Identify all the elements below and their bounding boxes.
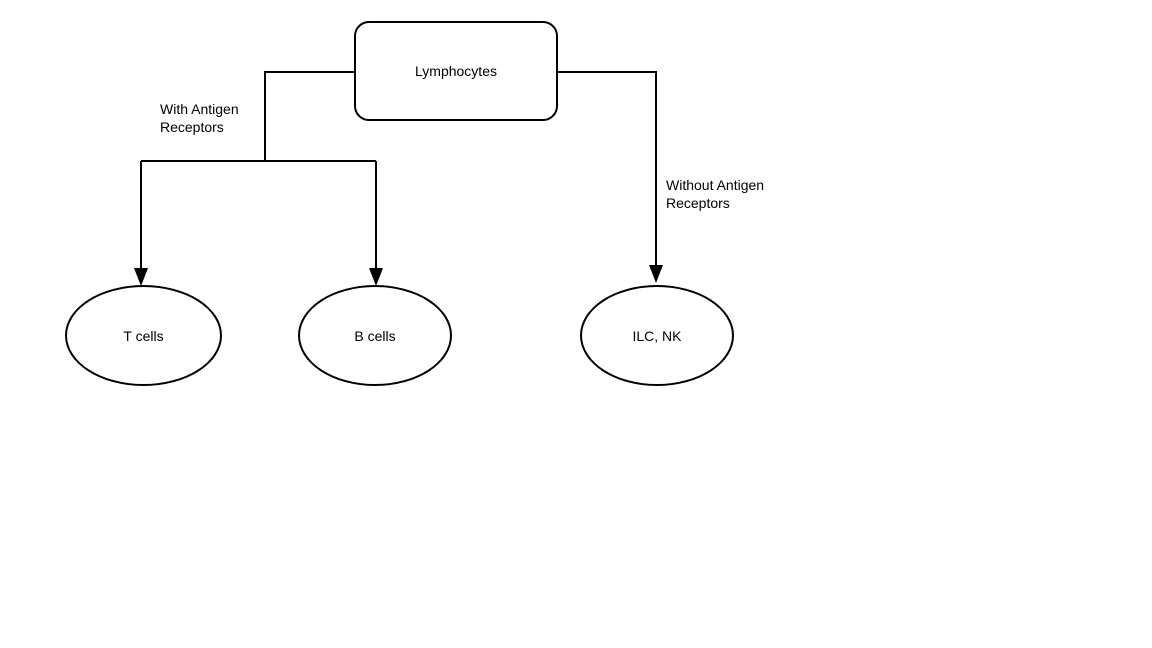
arrowhead-b-cells-icon: [369, 268, 383, 286]
arrowhead-t-cells-icon: [134, 268, 148, 286]
node-lymphocytes-label: Lymphocytes: [415, 63, 497, 79]
node-t-cells-label: T cells: [123, 327, 164, 344]
node-t-cells: T cells: [65, 285, 222, 386]
edge-with-antigen-path: [140, 71, 377, 272]
node-lymphocytes: Lymphocytes: [354, 21, 558, 121]
node-b-cells: B cells: [298, 285, 452, 386]
node-ilc-nk-label: ILC, NK: [632, 327, 682, 344]
edge-label-without-antigen-receptors: Without Antigen Receptors: [666, 177, 765, 211]
edge-without-antigen-path: [557, 71, 657, 268]
edge-label-with-antigen-receptors: With Antigen Receptors: [160, 101, 239, 135]
node-ilc-nk: ILC, NK: [580, 285, 734, 386]
arrowhead-ilc-nk-icon: [649, 265, 663, 283]
node-b-cells-label: B cells: [354, 327, 396, 344]
